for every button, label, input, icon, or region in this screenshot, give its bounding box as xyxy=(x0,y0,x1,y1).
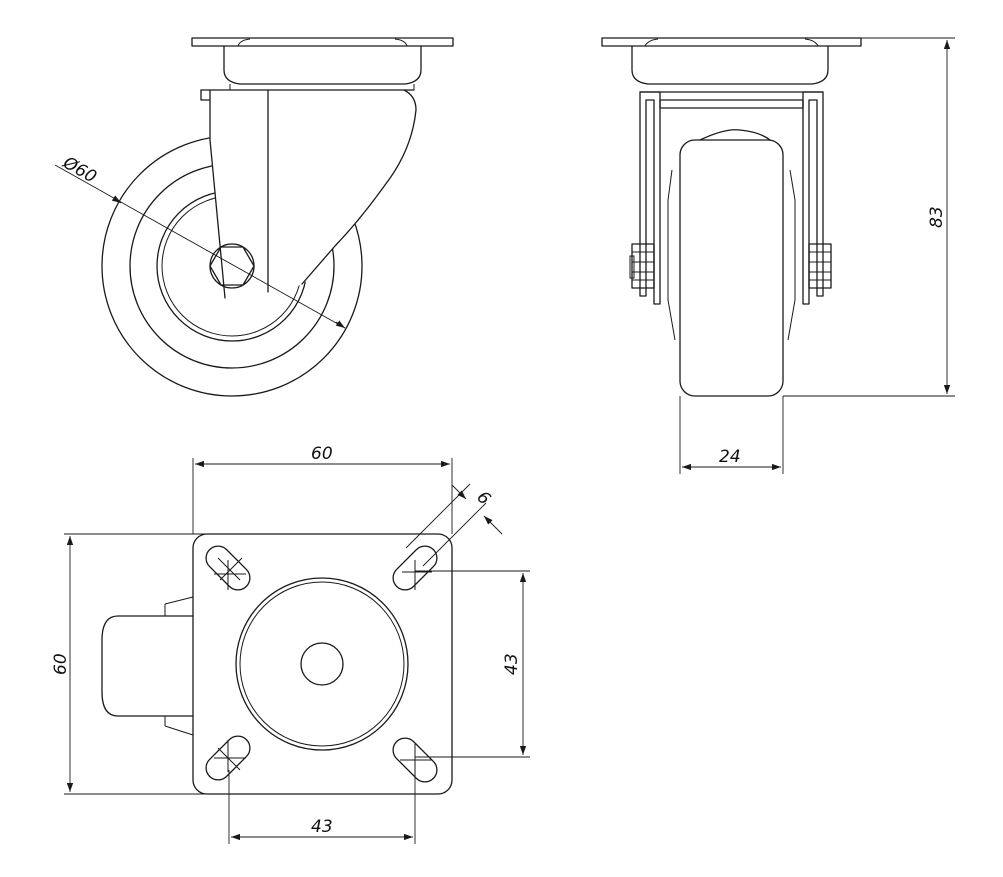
kingpin-hole xyxy=(300,642,344,686)
top-view: 60 60 43 43 6 xyxy=(51,444,530,844)
wheel-top-view xyxy=(101,615,194,717)
fork-right-edge xyxy=(301,89,417,285)
dim-plate-height: 60 xyxy=(51,653,71,675)
dim-hole-spacing-vertical: 43 xyxy=(502,653,522,675)
slot-bottom-left xyxy=(205,735,251,781)
top-plate-front xyxy=(601,37,862,47)
axle-end xyxy=(629,255,635,279)
fork-left-edge xyxy=(209,89,226,299)
slot-bottom-right xyxy=(392,737,438,783)
axle-nut-left xyxy=(631,243,655,289)
diameter-dimension-line xyxy=(54,164,346,329)
wheel-front xyxy=(679,139,784,397)
slot-top-left xyxy=(205,545,251,591)
dim-wheel-width: 24 xyxy=(719,447,741,467)
dim-plate-width: 60 xyxy=(311,444,333,464)
swivel-race-outer xyxy=(235,577,409,751)
mounting-plate xyxy=(192,533,453,795)
axle-nut-right xyxy=(808,243,832,289)
swivel-race-inner xyxy=(239,581,405,747)
fork-brake-tab xyxy=(200,89,211,101)
dim-hole-spacing-horizontal: 43 xyxy=(311,817,333,837)
wheel-hub-top xyxy=(699,129,771,141)
side-view: Ø60 xyxy=(54,37,454,397)
axle-nut xyxy=(209,246,255,286)
swivel-housing-front xyxy=(631,45,829,85)
top-plate-side xyxy=(191,37,454,47)
slot-width-dimension-line xyxy=(483,515,503,535)
fork-crown-plate xyxy=(659,99,804,109)
slot-top-right xyxy=(392,545,438,591)
fork-left-leg xyxy=(639,91,661,305)
front-view: 83 24 xyxy=(601,37,955,474)
swivel-housing-side xyxy=(223,45,422,85)
fork-right-leg xyxy=(802,91,824,305)
dim-overall-height: 83 xyxy=(927,206,947,228)
dim-wheel-diameter: Ø60 xyxy=(59,152,100,187)
